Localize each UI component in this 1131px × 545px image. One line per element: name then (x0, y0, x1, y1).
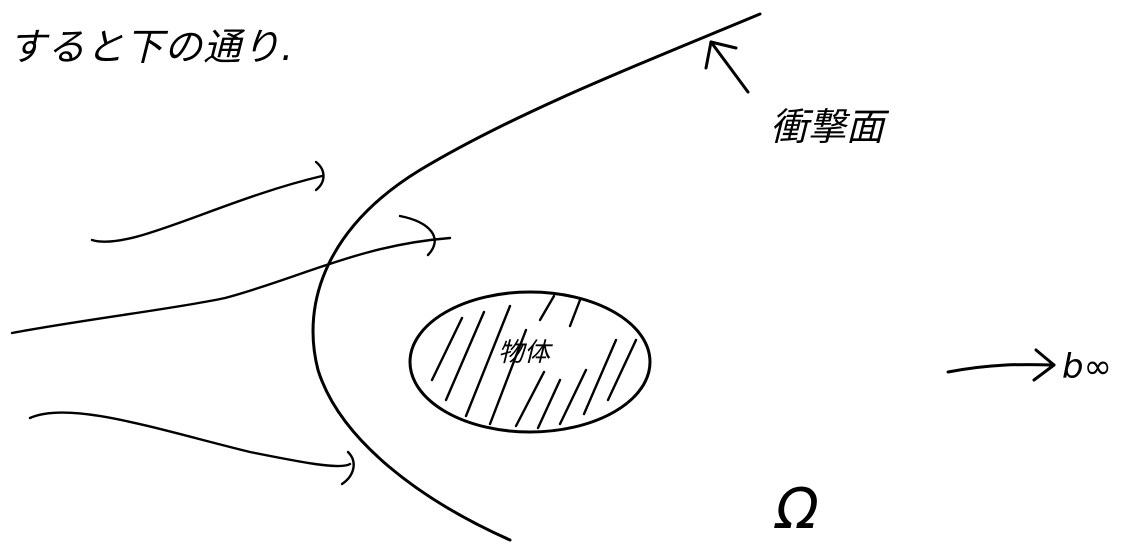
shock-surface-label: 衝撃面 (770, 105, 885, 149)
infinity-arrow (946, 363, 1056, 374)
shock-label-arrow (709, 40, 750, 94)
boundary-infinity-label: b∞ (1062, 347, 1112, 387)
domain-omega-label: Ω (776, 477, 819, 542)
caption-text: すると下の通り. (8, 25, 295, 69)
streamline-bottom-head (340, 450, 355, 486)
body-ellipse (408, 290, 652, 434)
infinity-arrowhead (1032, 348, 1056, 382)
streamline-top-head (314, 160, 325, 192)
body-hatching (430, 294, 638, 430)
shock-surface-curve (311, 12, 762, 542)
streamline-middle-head (398, 214, 436, 257)
shock-label-arrowhead (704, 40, 738, 70)
streamline-bottom (28, 411, 352, 468)
streamline-top (90, 174, 324, 243)
streamline-middle (10, 236, 452, 335)
body-label: 物体 (498, 338, 551, 368)
